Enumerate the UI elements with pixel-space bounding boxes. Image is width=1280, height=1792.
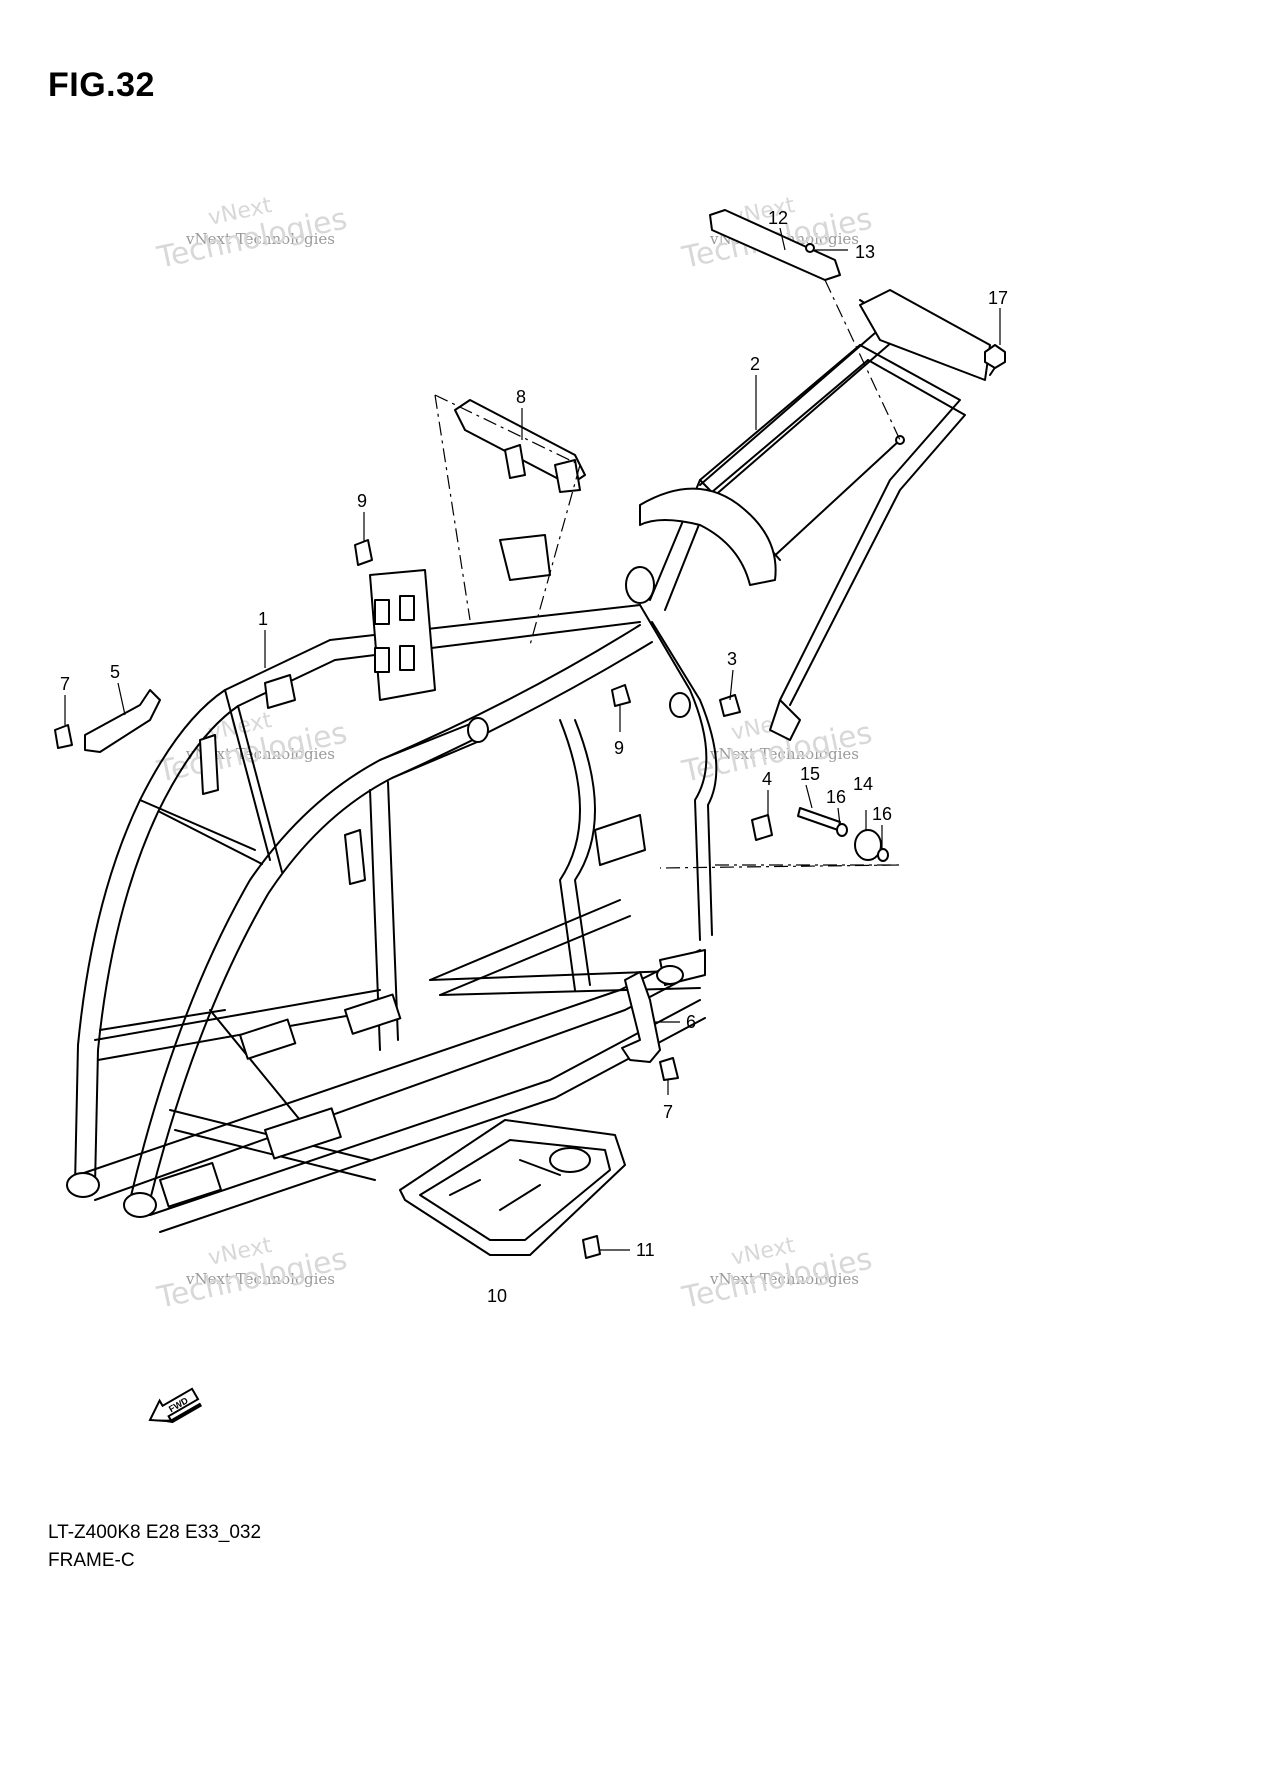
fwd-arrow-icon: FWD <box>148 1387 203 1424</box>
callout-4: 4 <box>762 769 772 789</box>
bolt-9-upper <box>354 539 373 566</box>
watermark-bottom-right: vNext vNext Technologies Technologies <box>678 1233 875 1316</box>
callout-14: 14 <box>853 774 873 794</box>
svg-text:vNext Technologies: vNext Technologies <box>709 745 859 763</box>
callout-13: 13 <box>855 242 875 262</box>
callout-1: 1 <box>258 609 268 629</box>
svg-text:vNext Technologies: vNext Technologies <box>185 745 335 763</box>
callout-9-lower: 9 <box>614 738 624 758</box>
callout-8: 8 <box>516 387 526 407</box>
watermark-mid-left: vNext vNext Technologies Technologies <box>153 708 350 790</box>
callout-15: 15 <box>800 764 820 784</box>
callout-5: 5 <box>110 662 120 682</box>
part-8-bracket <box>434 394 586 646</box>
callout-9-upper: 9 <box>357 491 367 511</box>
bolt-4 <box>751 814 773 841</box>
callout-11: 11 <box>636 1240 655 1260</box>
watermark-top-left: vNext vNext Technologies Technologies <box>153 193 350 276</box>
callout-17: 17 <box>988 288 1008 308</box>
callout-3: 3 <box>727 649 737 669</box>
svg-text:vNext Technologies: vNext Technologies <box>709 1270 859 1288</box>
callout-16-left: 16 <box>826 787 846 807</box>
bolt-9-lower <box>611 684 631 707</box>
figure-title: FIG.32 <box>48 66 155 104</box>
callout-12: 12 <box>768 208 788 228</box>
watermark-bottom-left: vNext vNext Technologies Technologies <box>153 1233 350 1316</box>
part-17-nut <box>984 344 1006 369</box>
bolt-7-left <box>54 724 73 749</box>
part-6-bracket <box>621 971 661 1063</box>
callout-labels: 1 2 3 4 5 6 7 7 8 9 9 10 11 12 13 14 15 … <box>60 208 1008 1306</box>
figure-name: FRAME-C <box>48 1550 135 1571</box>
mount-hardware-14-15-16 <box>797 807 889 862</box>
callout-10: 10 <box>487 1286 507 1306</box>
part-10-skid-plate <box>399 1119 626 1256</box>
callout-2: 2 <box>750 354 760 374</box>
callout-6: 6 <box>686 1012 696 1032</box>
svg-text:vNext Technologies: vNext Technologies <box>185 1270 335 1288</box>
part-12-bracket <box>709 209 901 441</box>
part-5-bracket <box>84 689 161 753</box>
callout-16-right: 16 <box>872 804 892 824</box>
svg-text:vNext Technologies: vNext Technologies <box>185 230 335 248</box>
model-code: LT-Z400K8 E28 E33_032 <box>48 1522 262 1543</box>
bolt-7-right <box>659 1057 679 1081</box>
callout-7-left: 7 <box>60 674 70 694</box>
bolt-11 <box>582 1235 601 1259</box>
rear-subframe <box>639 289 1001 741</box>
callout-7-right: 7 <box>663 1102 673 1122</box>
leader-lines <box>64 227 1001 1251</box>
main-frame <box>66 534 718 1233</box>
